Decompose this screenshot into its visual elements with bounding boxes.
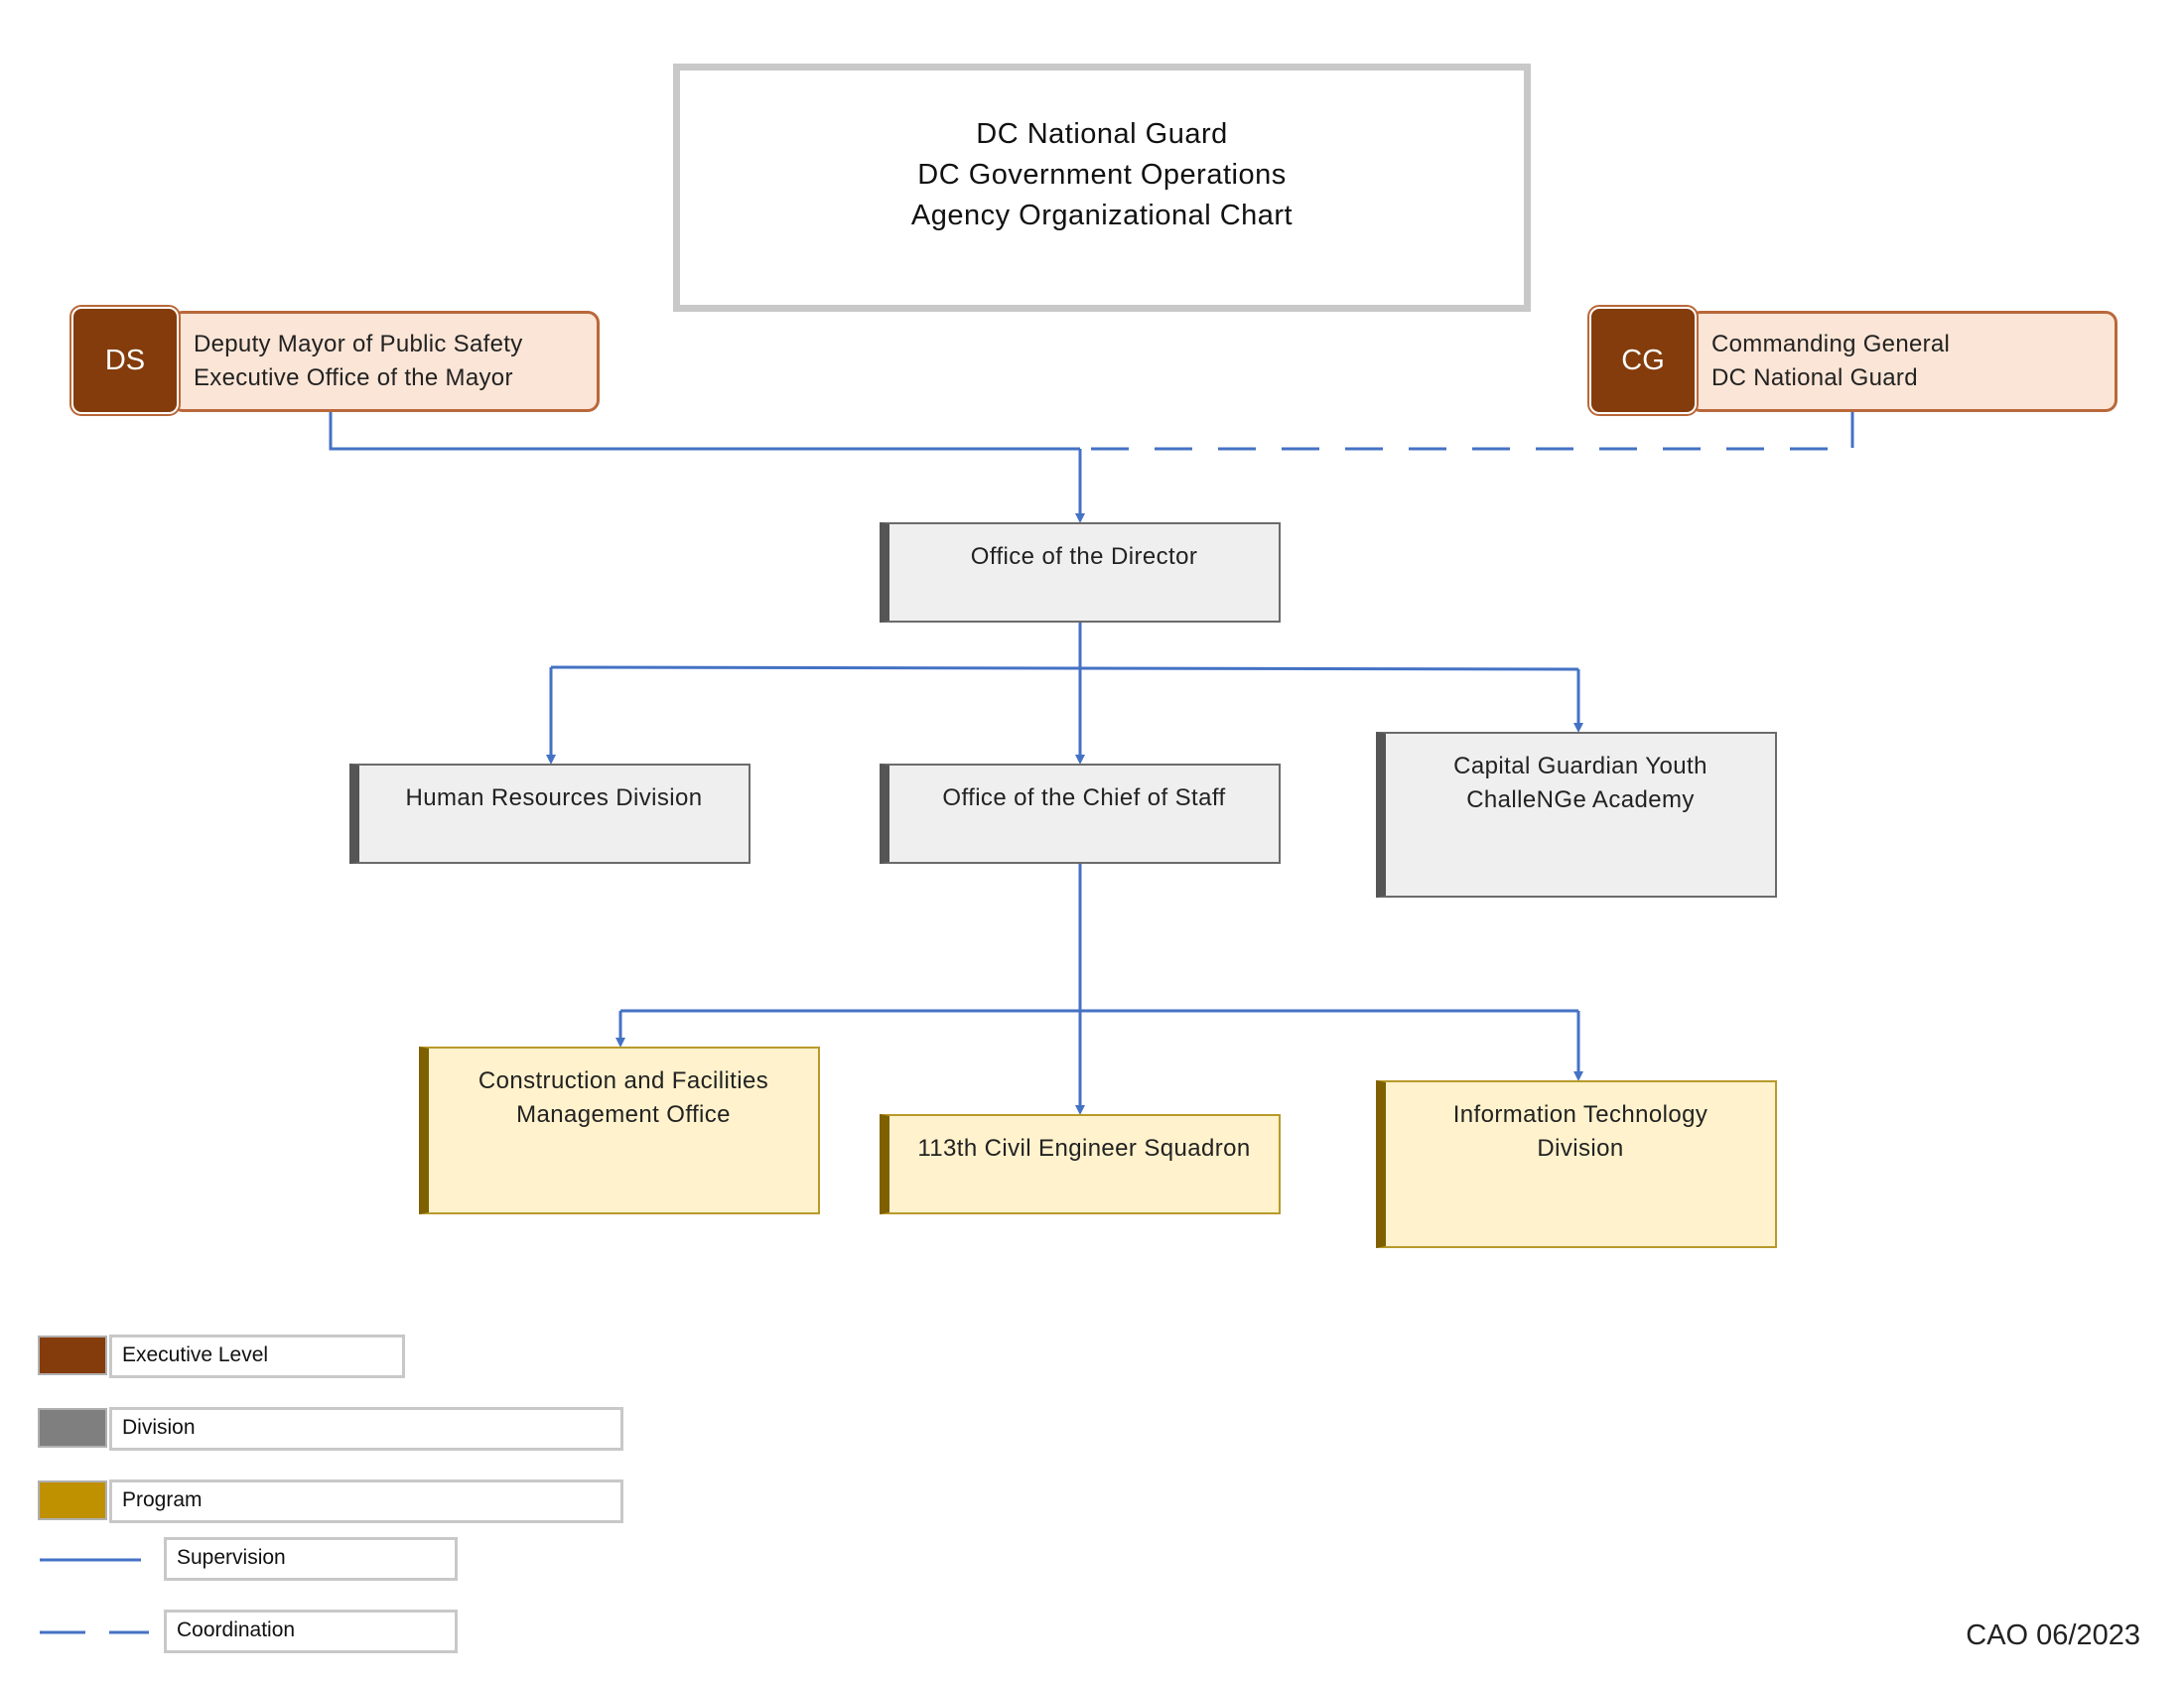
coordination-line-cg [1082,410,1854,451]
chief-of-staff-label: Office of the Chief of Staff [942,784,1226,811]
human-resources-division-label: Human Resources Division [405,784,703,811]
legend-coordination-line [40,1630,149,1634]
construction-facilities-label-1: Construction and Facilities [478,1067,769,1094]
civil-engineer-squadron-box: 113th Civil Engineer Squadron [880,1114,1281,1214]
civil-engineer-squadron-label: 113th Civil Engineer Squadron [917,1135,1251,1162]
legend-label-division: Division [109,1407,623,1451]
legend-label-executive: Executive Level [109,1335,405,1378]
legend-swatch-executive [38,1336,107,1375]
legend-label-coordination: Coordination [164,1610,458,1653]
title-line-3: Agency Organizational Chart [910,200,1294,231]
supervision-line-ds [329,410,1080,451]
legend-swatch-division [38,1408,107,1448]
cg-badge: CG [1587,305,1699,416]
office-of-the-director-label: Office of the Director [970,543,1198,570]
information-technology-box: Information Technology Division [1376,1080,1777,1248]
human-resources-division-box: Human Resources Division [349,764,751,864]
information-technology-label-2: Division [1537,1135,1624,1162]
ds-badge: DS [69,305,181,416]
construction-facilities-label-2: Management Office [516,1101,731,1128]
chart-title-box: DC National Guard DC Government Operatio… [673,64,1531,312]
chief-of-staff-box: Office of the Chief of Staff [880,764,1281,864]
legend-label-supervision: Supervision [164,1537,458,1581]
title-line-1: DC National Guard [976,118,1228,150]
information-technology-label-1: Information Technology [1452,1101,1708,1128]
commanding-general-org: DC National Guard [1711,364,1918,391]
deputy-mayor-card: Deputy Mayor of Public Safety Executive … [171,311,600,412]
document-code: CAO 06/2023 [1966,1619,2140,1651]
deputy-mayor-office: Executive Office of the Mayor [194,364,513,391]
legend-label-program: Program [109,1479,623,1523]
youth-academy-label-1: Capital Guardian Youth [1453,753,1707,779]
construction-facilities-box: Construction and Facilities Management O… [419,1047,820,1214]
office-of-the-director-box: Office of the Director [880,522,1281,623]
commanding-general-card: Commanding General DC National Guard [1689,311,2117,412]
deputy-mayor-title: Deputy Mayor of Public Safety [194,331,523,357]
youth-academy-label-2: ChalleNGe Academy [1466,786,1695,813]
legend-supervision-line [40,1558,141,1562]
commanding-general-title: Commanding General [1711,331,1951,357]
youth-academy-box: Capital Guardian Youth ChalleNGe Academy [1376,732,1777,898]
legend-swatch-program [38,1480,107,1520]
title-line-2: DC Government Operations [917,159,1287,191]
